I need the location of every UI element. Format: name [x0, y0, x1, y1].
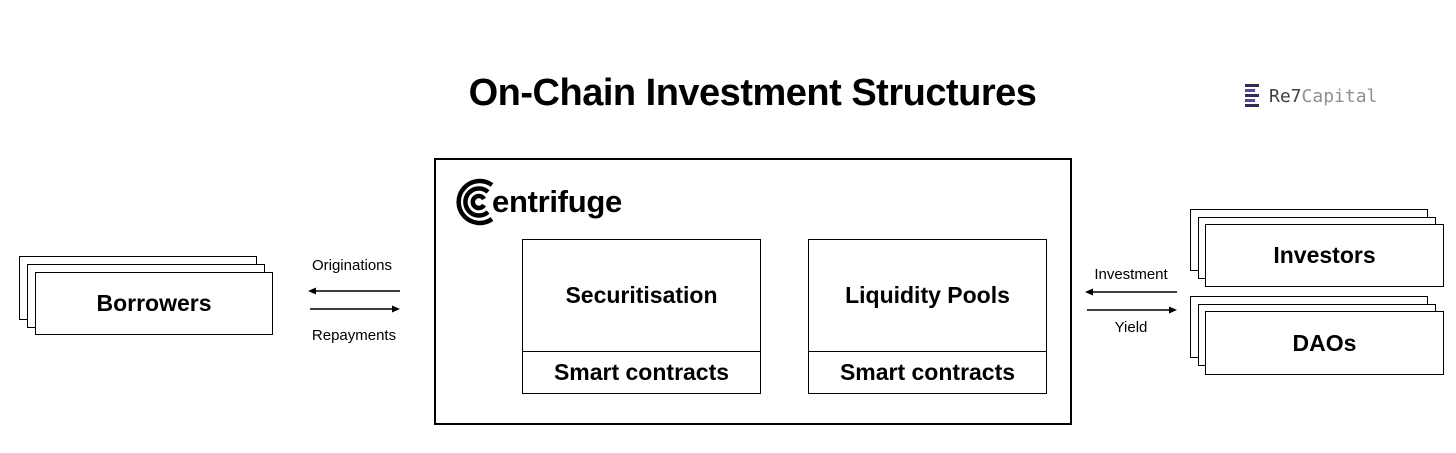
borrowers-card-front: Borrowers [35, 272, 273, 335]
investment-label: Investment [1094, 266, 1168, 283]
liquidity-pools-title: Liquidity Pools [845, 282, 1010, 308]
yield-arrow [1087, 306, 1177, 314]
yield-label: Yield [1114, 319, 1148, 336]
liquidity-pools-footer: Smart contracts [839, 358, 1016, 385]
centrifuge-logo-icon [456, 178, 494, 226]
securitisation-divider [523, 351, 760, 352]
centrifuge-wordmark: entrifuge [492, 184, 622, 219]
securitisation-footer: Smart contracts [553, 358, 730, 385]
repayments-arrow [310, 305, 400, 313]
right-flow-arrows [1085, 288, 1177, 314]
liquidity-pools-divider [809, 351, 1046, 352]
re7-logo-icon [1245, 84, 1259, 107]
originations-arrow [308, 287, 400, 295]
diagram-title: On-Chain Investment Structures [468, 72, 1037, 114]
repayments-label: Repayments [311, 327, 397, 344]
borrowers-label: Borrowers [96, 290, 212, 316]
securitisation-title: Securitisation [565, 282, 718, 308]
investors-card-front: Investors [1205, 224, 1444, 287]
logo-suffix: Capital [1301, 85, 1378, 107]
left-flow-arrows [308, 287, 400, 313]
logo-prefix: Re7 [1269, 85, 1302, 107]
logo-text: Re7Capital [1269, 86, 1377, 107]
daos-label: DAOs [1292, 329, 1357, 356]
investors-label: Investors [1273, 242, 1376, 268]
investment-arrow [1085, 288, 1177, 296]
liquidity-pools-module: Liquidity Pools Smart contracts [808, 239, 1047, 394]
centrifuge-brand: entrifuge [452, 176, 622, 228]
re7-capital-logo: Re7Capital [1243, 84, 1377, 108]
daos-card-front: DAOs [1205, 311, 1444, 375]
originations-label: Originations [311, 257, 393, 274]
securitisation-module: Securitisation Smart contracts [522, 239, 761, 394]
